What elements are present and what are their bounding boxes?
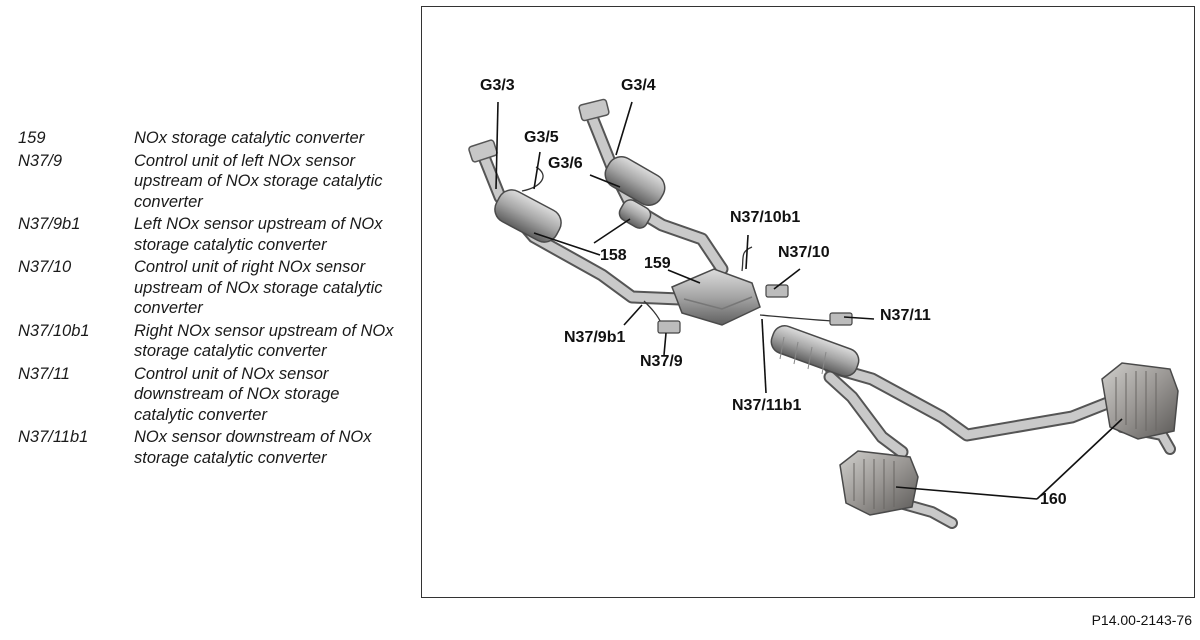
callout-n37-9b1: N37/9b1 (564, 329, 626, 346)
legend-description: NOx storage catalytic converter (134, 129, 365, 147)
legend-description: Control unit of NOx sensor downstream of… (134, 364, 340, 424)
sensor-wires (521, 166, 833, 326)
legend: 159 NOx storage catalytic converter N37/… (18, 128, 398, 470)
legend-code: N37/9b1 (18, 215, 81, 233)
legend-row-n37-11b1: N37/11b1 NOx sensor downstream of NOx st… (18, 427, 398, 468)
sensor-control-units (657, 284, 853, 334)
legend-description: Right NOx sensor upstream of NOx storage… (134, 321, 394, 361)
legend-code: N37/11b1 (18, 428, 89, 446)
legend-row-n37-9: N37/9 Control unit of left NOx sensor up… (18, 151, 398, 213)
callout-n37-9: N37/9 (640, 353, 683, 370)
callout-n37-10b1: N37/10b1 (730, 209, 801, 226)
callout-n37-11b1: N37/11b1 (732, 397, 802, 414)
legend-row-n37-9b1: N37/9b1 Left NOx sensor upstream of NOx … (18, 214, 398, 255)
exhaust-system-illustration (468, 98, 1179, 529)
legend-row-n37-10: N37/10 Control unit of right NOx sensor … (18, 257, 398, 319)
callout-g3-5: G3/5 (524, 129, 559, 146)
legend-code: N37/10b1 (18, 321, 90, 340)
figure-reference-code: P14.00-2143-76 (1091, 612, 1192, 628)
callout-g3-4: G3/4 (621, 77, 656, 94)
legend-description: Control unit of left NOx sensor upstream… (134, 151, 383, 211)
callout-n37-10: N37/10 (778, 244, 830, 261)
callout-leader-lines (495, 101, 1123, 500)
rear-mufflers (839, 362, 1179, 516)
primary-catalytic-converters (494, 156, 666, 243)
legend-description: Left NOx sensor upstream of NOx storage … (134, 215, 383, 254)
manifold-flanges (468, 98, 610, 163)
legend-code: 159 (18, 129, 46, 147)
legend-code: N37/10 (18, 258, 72, 276)
legend-description: NOx sensor downstream of NOx storage cat… (134, 428, 372, 467)
legend-row-n37-10b1: N37/10b1 Right NOx sensor upstream of NO… (18, 321, 398, 362)
callout-158: 158 (600, 247, 627, 264)
legend-code: N37/9 (18, 151, 63, 170)
callout-n37-11: N37/11 (880, 307, 931, 324)
legend-description: Control unit of right NOx sensor upstrea… (134, 258, 383, 317)
legend-row-n37-11: N37/11 Control unit of NOx sensor downst… (18, 364, 398, 426)
callout-159: 159 (644, 255, 671, 272)
exhaust-system-figure: G3/3 G3/4 G3/5 G3/6 158 159 N37/10b1 N37… (421, 6, 1195, 598)
legend-row-159: 159 NOx storage catalytic converter (18, 128, 398, 149)
legend-code: N37/11 (18, 364, 70, 383)
nox-storage-catalytic-converter (671, 268, 761, 326)
callout-160: 160 (1040, 491, 1067, 508)
callout-g3-6: G3/6 (548, 155, 583, 172)
callout-g3-3: G3/3 (480, 77, 515, 94)
middle-silencer (770, 325, 860, 377)
exhaust-pipes (477, 110, 1176, 529)
